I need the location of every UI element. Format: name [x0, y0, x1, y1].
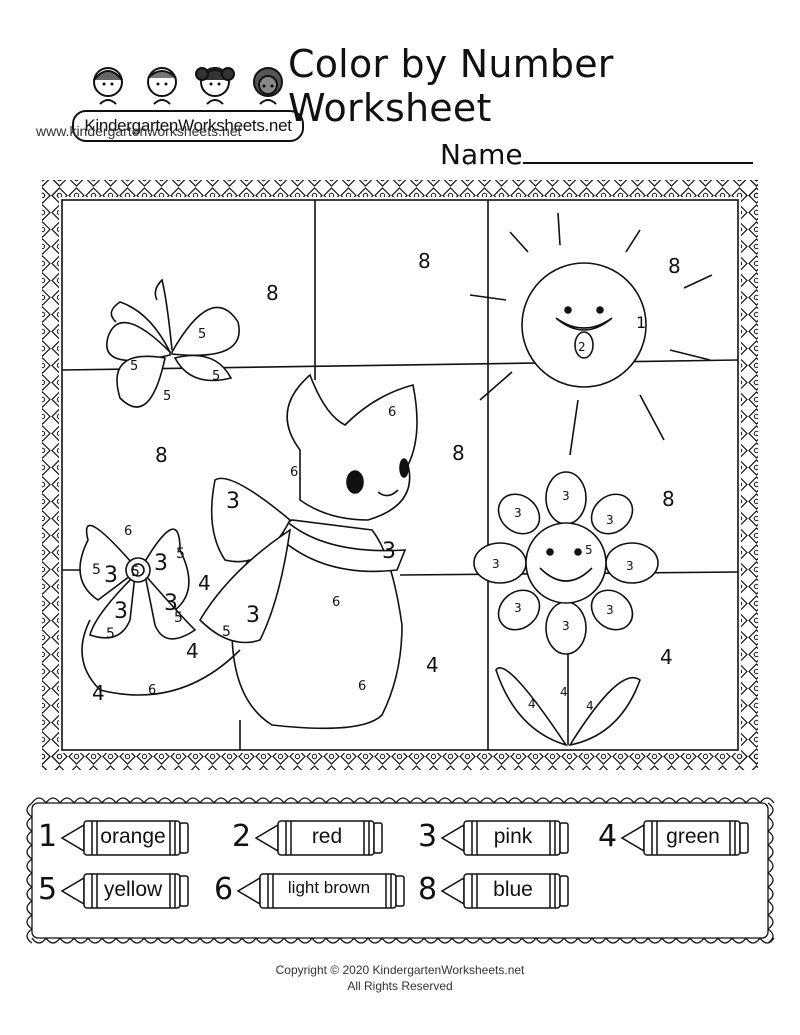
crayon-icon — [620, 820, 749, 856]
color-key-number: 8 — [418, 872, 438, 907]
crayon-icon — [440, 820, 569, 856]
crayon-icon — [440, 873, 569, 909]
svg-text:6: 6 — [332, 595, 340, 610]
svg-text:3: 3 — [606, 603, 614, 617]
svg-text:5: 5 — [585, 543, 593, 557]
color-key-label: yellow — [103, 878, 163, 901]
svg-text:6: 6 — [290, 465, 298, 480]
color-key-item: 1 orange — [38, 815, 198, 861]
bow-drawing — [79, 524, 197, 640]
crayon-icon — [236, 873, 405, 909]
worksheet-header: KindergartenWorksheets.net www.kindergar… — [0, 0, 800, 175]
crayon-icon — [60, 820, 189, 856]
site-url[interactable]: www.kindergartenworksheets.net — [36, 123, 242, 139]
name-label: Name — [440, 138, 523, 171]
svg-text:5: 5 — [163, 389, 171, 404]
svg-text:3: 3 — [626, 559, 634, 573]
copyright-text: Copyright © 2020 KindergartenWorksheets.… — [275, 963, 525, 977]
svg-text:4: 4 — [660, 645, 673, 669]
color-key-number: 3 — [418, 819, 438, 854]
svg-text:3: 3 — [226, 489, 240, 514]
color-key-item: 4 green — [598, 815, 758, 861]
svg-text:6: 6 — [358, 679, 366, 694]
color-key-number: 5 — [38, 872, 58, 907]
region-numbers: 8 8 8 8 8 8 1 2 5 5 5 5 6 6 6 6 6 6 3 3 … — [92, 249, 681, 713]
svg-text:8: 8 — [668, 254, 681, 278]
flower-drawing — [473, 471, 659, 747]
color-key-number: 6 — [214, 872, 234, 907]
svg-text:6: 6 — [148, 683, 156, 698]
color-key-label: pink — [493, 825, 533, 848]
svg-text:3: 3 — [492, 557, 500, 571]
kids-icon — [93, 67, 283, 105]
svg-text:6: 6 — [388, 405, 396, 420]
copyright: Copyright © 2020 KindergartenWorksheets.… — [0, 962, 800, 994]
svg-text:8: 8 — [155, 443, 168, 467]
svg-text:4: 4 — [198, 571, 211, 595]
butterfly-drawing — [106, 278, 240, 408]
logo-text: KindergartenWorksheets.net — [72, 110, 304, 142]
svg-text:5: 5 — [174, 610, 183, 626]
color-key-number: 1 — [38, 819, 58, 854]
legend-scallop-border — [26, 797, 775, 944]
name-blank-line[interactable] — [522, 140, 753, 164]
svg-text:4: 4 — [560, 685, 568, 699]
svg-text:3: 3 — [154, 551, 168, 576]
color-key-item: 2 red — [232, 815, 392, 861]
crayon-icon — [254, 820, 383, 856]
color-key-number: 4 — [598, 819, 618, 854]
color-key-number: 2 — [232, 819, 252, 854]
svg-text:4: 4 — [586, 699, 594, 713]
svg-text:5: 5 — [131, 564, 140, 580]
svg-text:4: 4 — [186, 639, 199, 663]
svg-text:5: 5 — [106, 626, 115, 642]
svg-text:2: 2 — [578, 340, 586, 354]
site-logo[interactable]: KindergartenWorksheets.net — [35, 28, 304, 142]
color-key-label: light brown — [287, 878, 371, 897]
color-key-item: 5 yellow — [38, 868, 198, 914]
svg-text:3: 3 — [514, 506, 522, 520]
svg-text:8: 8 — [662, 487, 675, 511]
svg-text:5: 5 — [176, 546, 185, 562]
color-key-label: green — [666, 825, 720, 848]
svg-text:4: 4 — [426, 653, 439, 677]
svg-text:4: 4 — [92, 681, 105, 705]
color-key-item: 8 blue — [418, 868, 578, 914]
color-key-label: orange — [100, 825, 166, 848]
coloring-picture[interactable]: 8 8 8 8 8 8 1 2 5 5 5 5 6 6 6 6 6 6 3 3 … — [0, 0, 800, 800]
svg-text:5: 5 — [130, 359, 138, 374]
svg-text:3: 3 — [382, 539, 396, 564]
svg-text:3: 3 — [562, 619, 570, 633]
color-key-item: 3 pink — [418, 815, 578, 861]
rights-text: All Rights Reserved — [347, 979, 453, 993]
cat-drawing — [81, 373, 418, 730]
svg-text:3: 3 — [514, 601, 522, 615]
diamond-border — [42, 180, 758, 770]
svg-text:5: 5 — [222, 624, 231, 640]
name-field[interactable]: Name — [440, 138, 753, 171]
svg-text:8: 8 — [266, 281, 279, 305]
svg-text:8: 8 — [452, 441, 465, 465]
svg-text:6: 6 — [124, 524, 132, 539]
svg-text:8: 8 — [418, 249, 431, 273]
picture-frame — [61, 199, 739, 751]
svg-text:1: 1 — [636, 313, 646, 332]
sun-drawing — [469, 212, 713, 456]
color-key-item: 6 light brown — [214, 868, 414, 914]
color-key-label: red — [311, 825, 343, 848]
svg-text:3: 3 — [606, 513, 614, 527]
svg-text:5: 5 — [92, 562, 101, 578]
svg-text:5: 5 — [198, 327, 206, 342]
svg-text:5: 5 — [212, 369, 220, 384]
svg-text:4: 4 — [528, 697, 536, 711]
svg-text:3: 3 — [164, 591, 178, 616]
svg-text:3: 3 — [246, 603, 260, 628]
svg-text:3: 3 — [104, 563, 118, 588]
svg-text:3: 3 — [562, 489, 570, 503]
svg-text:3: 3 — [114, 599, 128, 624]
crayon-icon — [60, 873, 189, 909]
color-key-label: blue — [493, 878, 533, 901]
page-title: Color by Number Worksheet — [288, 42, 614, 130]
